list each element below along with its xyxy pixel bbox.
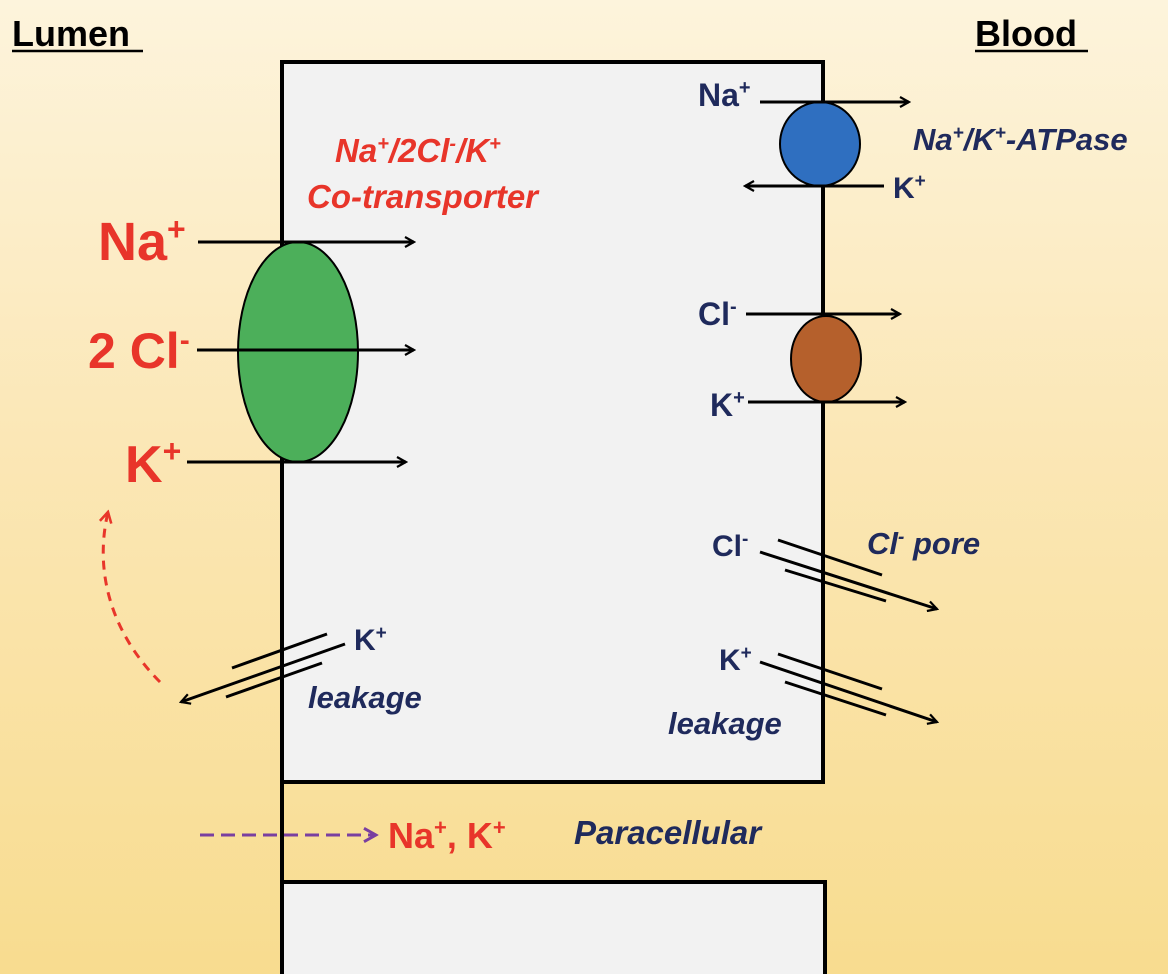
paracellular-ions: Na+, K+ [388,815,506,856]
cl-pore-channel-top [777,538,883,577]
lumen-na-ion: Na+ [98,211,186,272]
kcc-k-ion: K+ [710,387,745,423]
blood-leak-channel-bottom [784,680,887,717]
kcc-cl-ion: Cl- [698,296,737,332]
lumen-leak-channel-top [231,632,328,670]
pump-k-ion: K+ [893,171,926,205]
k-recycling-arrow [103,512,162,684]
cl-pore-ion: Cl- [712,529,748,563]
blood-leak-channel-top [777,652,883,691]
cotransporter-title: Na+/2Cl-/K+ [335,132,501,169]
lumen-leak-label: leakage [308,680,422,715]
lumen-heading: Lumen [12,13,130,54]
blood-leak-k-ion: K+ [719,643,752,677]
cotransporter-subtitle: Co-transporter [307,178,540,215]
blood-leak-arrow [759,660,937,722]
pump-na-ion: Na+ [698,77,751,113]
cl-pore-arrow [759,550,937,609]
lumen-leak-k-ion: K+ [354,623,387,657]
lumen-leak-channel-bottom [225,661,323,699]
adjacent-cell [280,880,827,974]
pump-label: Na+/K+-ATPase [913,122,1128,157]
lumen-leak-arrow [181,642,346,702]
lumen-k-ion: K+ [125,433,181,494]
epithelial-cell [280,60,825,784]
blood-leak-label: leakage [668,706,782,741]
nkcc2-transporter [237,241,359,463]
lumen-cl-ion: 2 Cl- [88,323,190,379]
cl-pore-label: Cl- pore [867,526,980,561]
kcc-transporter [790,315,862,403]
cl-pore-channel-bottom [784,568,887,603]
na-k-atpase-pump [779,101,861,187]
blood-heading: Blood [975,13,1077,54]
paracellular-label: Paracellular [574,814,763,851]
